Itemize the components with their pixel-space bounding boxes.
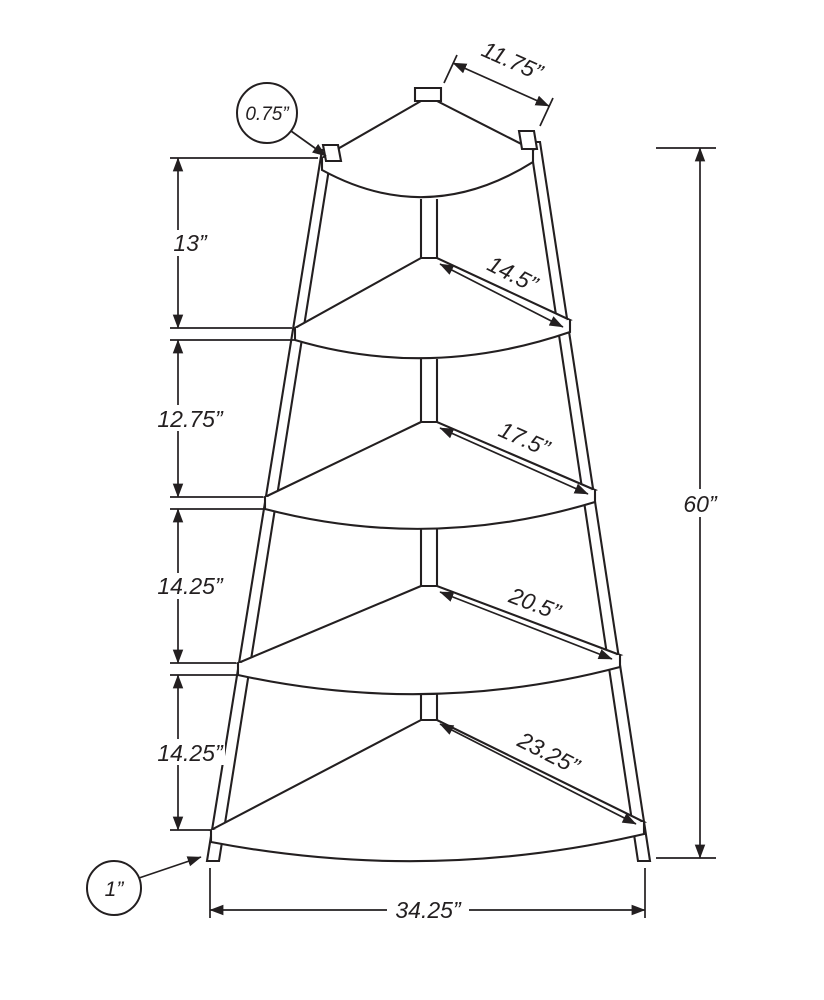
thickness-callout-leader (290, 130, 327, 157)
foot-callout-circle (86, 860, 142, 916)
dimension-line-shelf-4-depth (439, 591, 613, 660)
spacing-2-label: 12.75” (157, 406, 224, 432)
dimension-line-shelf-3-depth (439, 427, 589, 495)
shelf-3-front-edge (263, 490, 597, 530)
total-height-label: 60” (683, 491, 718, 517)
right-leg-top-cap (517, 129, 539, 151)
foot-callout-label: 1” (105, 878, 125, 901)
shelf-1-front-edge (320, 150, 535, 199)
thickness-callout-circle (236, 82, 298, 144)
top-extension-lines (443, 54, 554, 127)
base-width-label: 34.25” (395, 897, 462, 923)
spacing-1-label: 13” (173, 230, 208, 256)
thickness-callout-label: 0.75” (245, 104, 290, 125)
left-extension-lines (170, 157, 318, 831)
shelf-5-front-edge (209, 822, 646, 863)
label-backgrounds (155, 230, 724, 924)
shelf-structure (205, 86, 652, 863)
center-post (419, 199, 439, 720)
spacing-3-label: 14.25” (157, 573, 224, 599)
foot-callout-leader (138, 856, 202, 879)
shelf-4-front-edge (236, 655, 622, 696)
dimension-line-shelf-5-depth (439, 723, 637, 825)
dimension-line-shelf-2-depth (439, 263, 564, 328)
dimension-line-top-width (452, 62, 550, 107)
post-top-cap (413, 86, 443, 103)
shelf-2-front-edge (293, 320, 572, 360)
left-leg-top-cap (321, 143, 343, 163)
right-extension-lines (656, 147, 716, 859)
spacing-4-label: 14.25” (157, 740, 224, 766)
